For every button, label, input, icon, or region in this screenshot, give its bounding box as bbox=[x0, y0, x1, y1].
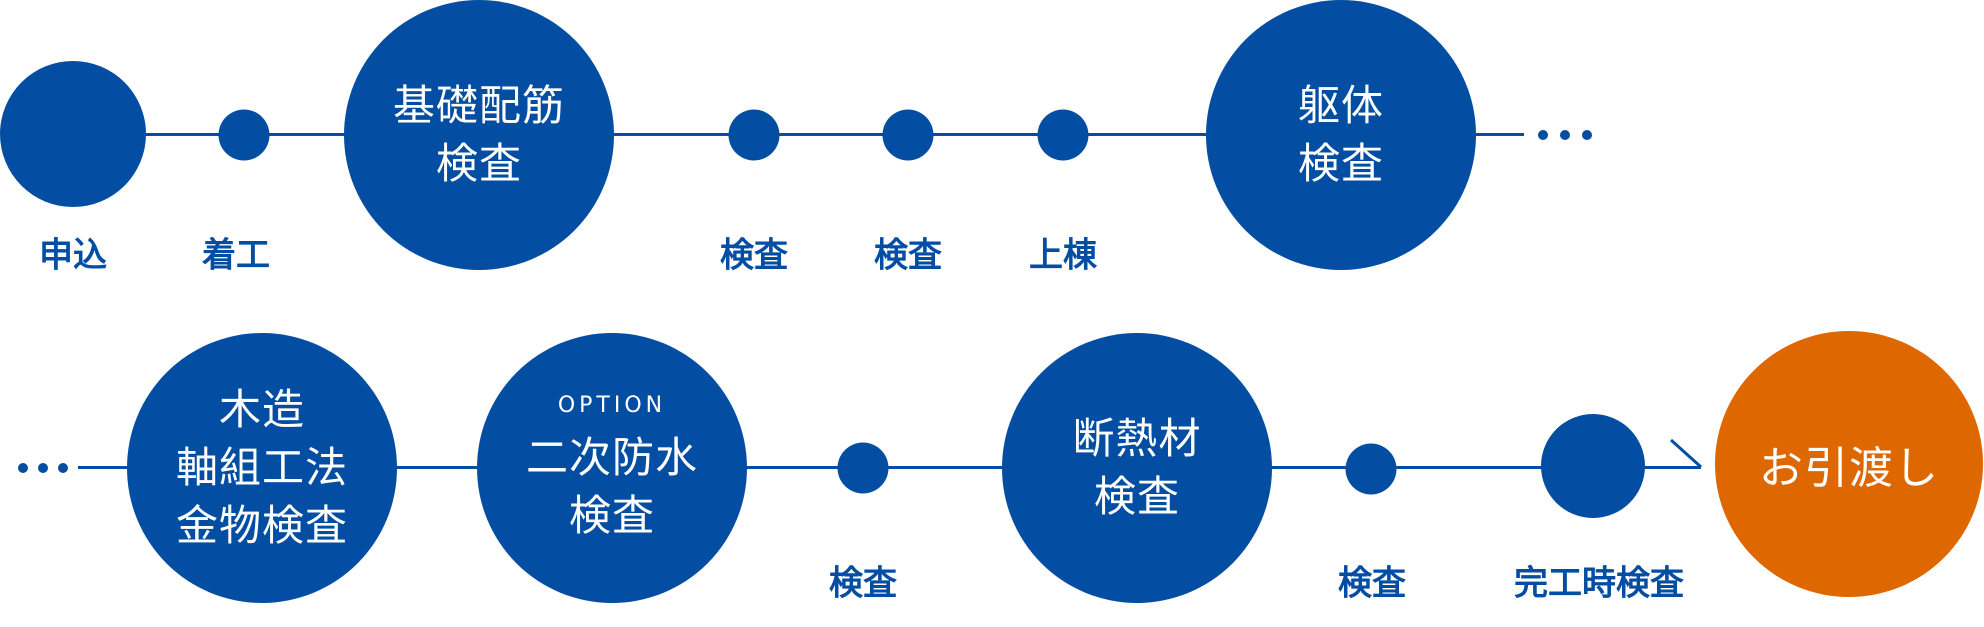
step-inspection-node bbox=[837, 442, 889, 494]
continuation-dot bbox=[18, 463, 28, 473]
step-insulation-inspection: 断熱材 検査 bbox=[1002, 333, 1272, 603]
step-apply-label: 申込 bbox=[39, 235, 107, 276]
step-start-node bbox=[218, 109, 270, 161]
step-inspection-label: 検査 bbox=[874, 235, 942, 276]
handover-label: お引渡し bbox=[1759, 443, 1939, 494]
step-inspection-node bbox=[1345, 443, 1397, 495]
step-title-line: 軸組工法 bbox=[175, 443, 348, 492]
step-start-label: 着工 bbox=[202, 235, 270, 276]
option-tag: OPTION bbox=[557, 393, 667, 418]
step-title-line: 検査 bbox=[1093, 472, 1180, 521]
arrow-head-icon bbox=[1669, 438, 1703, 469]
continuation-dot bbox=[1538, 130, 1548, 140]
step-completion-label: 完工時検査 bbox=[1514, 563, 1684, 604]
step-inspection-node bbox=[728, 109, 780, 161]
step-waterproof-inspection: OPTION 二次防水 検査 bbox=[477, 333, 747, 603]
step-title-line: 金物検査 bbox=[175, 501, 348, 550]
step-completion-node bbox=[1541, 414, 1645, 518]
step-title-line: 検査 bbox=[1297, 139, 1384, 188]
step-title-line: 躯体 bbox=[1297, 81, 1384, 130]
continuation-dot bbox=[38, 463, 48, 473]
step-apply-node bbox=[0, 61, 146, 207]
step-handover: お引渡し bbox=[1715, 331, 1983, 597]
step-framing-label: 上棟 bbox=[1029, 235, 1097, 276]
step-title-line: 検査 bbox=[435, 139, 522, 188]
step-title-line: 木造 bbox=[218, 385, 305, 434]
step-inspection-label: 検査 bbox=[829, 563, 897, 604]
continuation-dot bbox=[1582, 130, 1592, 140]
step-inspection-label: 検査 bbox=[720, 235, 788, 276]
step-framing-node bbox=[1037, 109, 1089, 161]
continuation-dot bbox=[1560, 130, 1570, 140]
step-inspection-label: 検査 bbox=[1338, 563, 1406, 604]
step-inspection-node bbox=[882, 109, 934, 161]
timeline-line-row1 bbox=[73, 133, 1524, 136]
step-title-line: 断熱材 bbox=[1072, 414, 1202, 463]
step-title-line: 基礎配筋 bbox=[392, 81, 565, 130]
step-wood-frame-inspection: 木造 軸組工法 金物検査 bbox=[127, 333, 397, 603]
step-foundation-inspection: 基礎配筋 検査 bbox=[344, 0, 614, 270]
step-title-line: 二次防水 bbox=[525, 433, 698, 482]
continuation-dot bbox=[58, 463, 68, 473]
step-structure-inspection: 躯体 検査 bbox=[1206, 0, 1476, 270]
step-title-line: 検査 bbox=[568, 491, 655, 540]
timeline-line-row2 bbox=[78, 466, 1701, 469]
